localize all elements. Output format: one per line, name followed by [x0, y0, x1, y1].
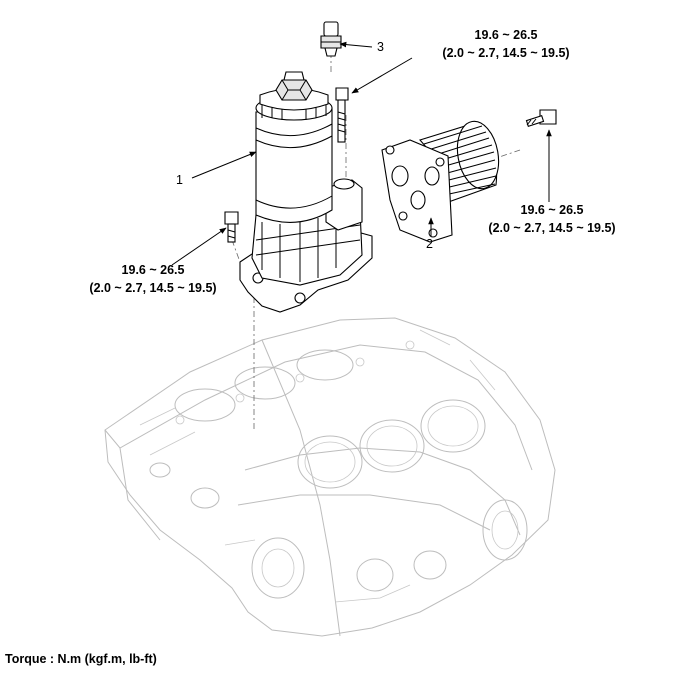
callout-3: 3 — [377, 40, 384, 54]
torque-spec-left-line2: (2.0 ~ 2.7, 14.5 ~ 19.5) — [89, 281, 216, 295]
leader-lines — [171, 41, 552, 266]
callout-1: 1 — [176, 173, 183, 187]
oil-cooler — [381, 120, 500, 243]
torque-spec-top-right-line1: 19.6 ~ 26.5 — [475, 28, 538, 42]
mounting-bolt-right — [525, 109, 557, 128]
callout-2: 2 — [426, 237, 433, 251]
torque-spec-right-line1: 19.6 ~ 26.5 — [521, 203, 584, 217]
mounting-bolt-left — [224, 211, 239, 243]
oil-filter-module — [239, 71, 373, 313]
mounting-bolt-upper — [335, 87, 349, 143]
engine-block — [104, 317, 556, 637]
torque-unit-note: Torque : N.m (kgf.m, lb-ft) — [5, 652, 157, 666]
torque-spec-right-line2: (2.0 ~ 2.7, 14.5 ~ 19.5) — [488, 221, 615, 235]
oil-pressure-switch — [320, 21, 342, 57]
torque-spec-top-right-line2: (2.0 ~ 2.7, 14.5 ~ 19.5) — [442, 46, 569, 60]
torque-spec-left-line1: 19.6 ~ 26.5 — [122, 263, 185, 277]
